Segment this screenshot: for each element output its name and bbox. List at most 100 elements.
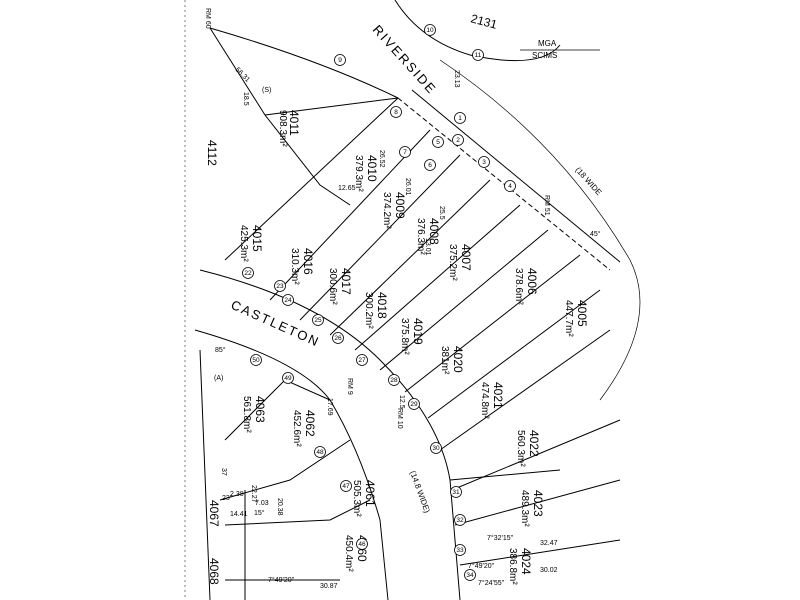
lot-circle-8: 8 (390, 106, 402, 118)
lot-circle-28: 28 (388, 374, 400, 386)
lot-line-4 (299, 154, 461, 321)
lot-circle-7: 7 (399, 146, 411, 158)
rm-10: RM 10 (396, 408, 403, 429)
svg-text:30: 30 (432, 445, 440, 452)
svg-text:425.3m²: 425.3m² (238, 225, 249, 262)
castleton-label: CASTLETON (229, 297, 323, 350)
svg-text:375.8m²: 375.8m² (399, 318, 410, 355)
lot-circle-29: 29 (408, 398, 420, 410)
svg-text:374.2m²: 374.2m² (381, 192, 392, 229)
lot-circle-9: 9 (334, 54, 346, 66)
lot-line-6 (354, 204, 521, 351)
marks-layer: RM 9 RM 10 RM 51 RM 60 (S) (A) (204, 8, 550, 429)
svg-text:4068: 4068 (207, 558, 221, 585)
bearing-7: 23° (222, 494, 233, 502)
svg-text:4022: 4022 (527, 430, 541, 457)
lot-circle-49: 49 (282, 372, 294, 384)
riverside-road-edge-west (209, 27, 399, 99)
svg-text:22: 22 (244, 270, 252, 277)
svg-text:561.8m²: 561.8m² (241, 396, 252, 433)
lot-circle-31: 31 (450, 486, 462, 498)
scims-label: SCIMS (532, 51, 557, 60)
lot-line-1 (264, 97, 399, 116)
svg-text:4067: 4067 (207, 500, 221, 527)
svg-text:46: 46 (358, 541, 366, 548)
mga-label: MGA (538, 39, 557, 48)
svg-text:27: 27 (358, 357, 366, 364)
bearing-8: 15° (254, 509, 265, 517)
svg-text:29: 29 (410, 401, 418, 408)
svg-text:26: 26 (334, 335, 342, 342)
lot-line-21 (449, 469, 561, 481)
lot-circle-22: 22 (242, 267, 254, 279)
dim-4: 22.27 (250, 485, 257, 503)
bearing-1: 7°49'20" (268, 576, 295, 584)
dim-9: 12.5 (398, 395, 405, 409)
lot-line-16 (219, 439, 351, 501)
svg-text:47: 47 (342, 483, 350, 490)
bearing-4: 7°49'20" (468, 562, 495, 570)
dim-17: 18.5 (242, 92, 249, 106)
lot-line-5 (329, 179, 491, 336)
svg-text:48: 48 (316, 449, 324, 456)
svg-text:489.3m²: 489.3m² (519, 490, 530, 527)
lot-circle-48: 48 (314, 446, 326, 458)
svg-text:908.3m²: 908.3m² (277, 110, 288, 147)
svg-text:4061: 4061 (363, 480, 377, 507)
dim-16: 12.65 (338, 185, 356, 192)
lot-circle-1: 1 (454, 112, 466, 124)
dim-18: 23.13 (453, 70, 460, 88)
lot-line-7 (379, 229, 549, 371)
lot-line-12 (454, 479, 621, 526)
svg-text:5: 5 (436, 139, 440, 146)
riverside-road-edge-east (397, 97, 611, 271)
svg-text:4006: 4006 (525, 268, 539, 295)
lot-line-13 (459, 539, 621, 566)
lot-circle-4: 4 (504, 180, 516, 192)
svg-text:505.3m²: 505.3m² (351, 480, 362, 517)
rm-9: RM 9 (346, 378, 353, 395)
svg-text:474.8m²: 474.8m² (479, 382, 490, 419)
svg-text:386.8m²: 386.8m² (507, 548, 518, 585)
lot-circle-46: 46 (356, 538, 368, 550)
rm-60: RM 60 (204, 8, 211, 29)
lot-circle-30: 30 (430, 442, 442, 454)
bearing-2: 7°32'15" (487, 534, 514, 542)
svg-text:25: 25 (314, 317, 322, 324)
svg-text:4112: 4112 (205, 140, 219, 166)
svg-text:6: 6 (428, 162, 432, 169)
svg-text:28: 28 (390, 377, 398, 384)
lot-circle-25: 25 (312, 314, 324, 326)
lot-circle-50: 50 (250, 354, 262, 366)
svg-text:4018: 4018 (375, 292, 389, 319)
rm-51: RM 51 (543, 195, 550, 216)
svg-text:4019: 4019 (411, 318, 425, 345)
svg-text:4016: 4016 (301, 248, 315, 275)
dim-10: 13.01 (424, 238, 431, 256)
svg-text:23: 23 (276, 283, 284, 290)
dim-7: 32.47 (540, 540, 558, 547)
svg-text:32: 32 (456, 517, 464, 524)
dim-13: 20.38 (276, 498, 283, 516)
svg-text:34: 34 (466, 572, 474, 579)
svg-text:452.6m²: 452.6m² (291, 410, 302, 447)
svg-text:4: 4 (508, 183, 512, 190)
svg-text:378.6m²: 378.6m² (513, 268, 524, 305)
svg-text:50: 50 (252, 357, 260, 364)
lot-4112: 4112 (205, 140, 219, 166)
lot-circle-47: 47 (340, 480, 352, 492)
lot-circle-2: 2 (452, 134, 464, 146)
dim-8: 37 (220, 468, 227, 476)
svg-text:49: 49 (284, 375, 292, 382)
dim-15: 17.69 (326, 398, 333, 416)
riverside-road-edge-east2 (411, 89, 621, 263)
